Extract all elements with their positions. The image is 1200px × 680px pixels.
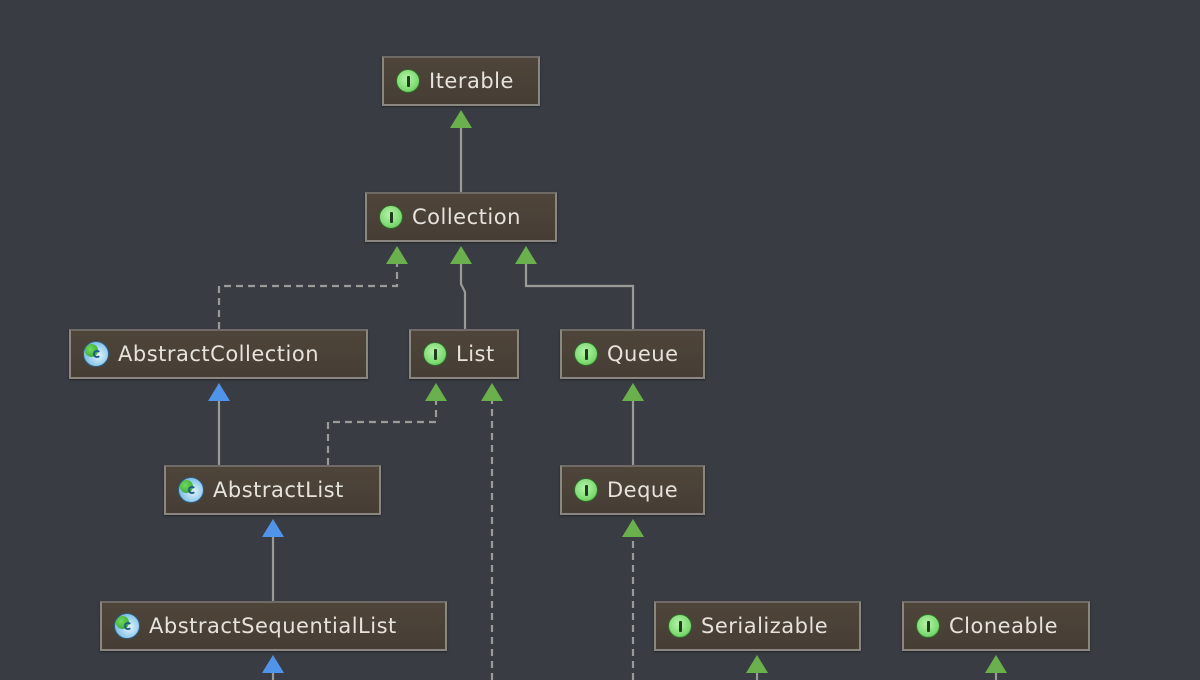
node-label: Iterable bbox=[429, 69, 514, 93]
edge-queue-to-collection bbox=[515, 246, 635, 329]
node-label: List bbox=[456, 342, 495, 366]
node-iterable[interactable]: Iterable bbox=[382, 56, 540, 106]
interface-icon bbox=[916, 614, 940, 638]
interface-icon bbox=[423, 342, 447, 366]
node-abstract-list[interactable]: AbstractList bbox=[164, 465, 381, 515]
edge-collection-to-iterable bbox=[450, 110, 472, 192]
implements-arrowhead-icon bbox=[515, 246, 537, 264]
node-abstract-collection[interactable]: AbstractCollection bbox=[69, 329, 368, 379]
abstract-class-icon bbox=[83, 341, 109, 367]
interface-icon bbox=[574, 478, 598, 502]
abstract-class-icon bbox=[178, 477, 204, 503]
node-label: AbstractSequentialList bbox=[149, 614, 397, 638]
implements-arrowhead-icon bbox=[622, 383, 644, 401]
node-label: Serializable bbox=[701, 614, 829, 638]
edge-offscreen-below-to-deque bbox=[622, 519, 644, 680]
implements-arrowhead-icon bbox=[425, 383, 447, 401]
interface-letter-i bbox=[584, 348, 588, 360]
edge-list-to-collection bbox=[450, 246, 472, 329]
implements-arrowhead-icon bbox=[386, 246, 408, 264]
dashed-connector-line bbox=[217, 260, 399, 329]
node-label: Cloneable bbox=[949, 614, 1059, 638]
node-label: Queue bbox=[607, 342, 679, 366]
edge-abstract-sequential-list-to-abstract-list bbox=[262, 519, 284, 601]
node-deque[interactable]: Deque bbox=[560, 465, 705, 515]
extends-arrowhead-icon bbox=[262, 655, 284, 673]
interface-letter-i bbox=[926, 620, 930, 632]
node-queue[interactable]: Queue bbox=[560, 329, 705, 379]
implements-arrowhead-icon bbox=[450, 246, 472, 264]
node-list[interactable]: List bbox=[409, 329, 519, 379]
implements-arrowhead-icon bbox=[450, 110, 472, 128]
extends-arrowhead-icon bbox=[262, 519, 284, 537]
interface-letter-i bbox=[678, 620, 682, 632]
edge-offscreen-below-to-list bbox=[481, 383, 503, 680]
node-label: AbstractList bbox=[213, 478, 344, 502]
interface-letter-i bbox=[584, 484, 588, 496]
node-abstract-sequential-list[interactable]: AbstractSequentialList bbox=[100, 601, 447, 651]
node-label: AbstractCollection bbox=[118, 342, 320, 366]
interface-icon bbox=[379, 205, 403, 229]
dashed-connector-line bbox=[326, 397, 438, 465]
solid-connector-line bbox=[524, 260, 635, 329]
implements-arrowhead-icon bbox=[985, 655, 1007, 673]
edge-offscreen-below-to-cloneable bbox=[985, 655, 1007, 680]
interface-letter-i bbox=[389, 211, 393, 223]
edge-offscreen-below-to-abstract-sequential-list bbox=[262, 655, 284, 680]
interface-icon bbox=[668, 614, 692, 638]
node-cloneable[interactable]: Cloneable bbox=[902, 601, 1090, 651]
edge-abstract-collection-to-collection bbox=[217, 246, 408, 329]
node-collection[interactable]: Collection bbox=[365, 192, 557, 242]
interface-letter-i bbox=[406, 75, 410, 87]
node-label: Collection bbox=[412, 205, 521, 229]
interface-icon bbox=[574, 342, 598, 366]
node-serializable[interactable]: Serializable bbox=[654, 601, 861, 651]
edge-abstract-list-to-abstract-collection bbox=[208, 383, 230, 465]
node-label: Deque bbox=[607, 478, 679, 502]
implements-arrowhead-icon bbox=[622, 519, 644, 537]
implements-arrowhead-icon bbox=[481, 383, 503, 401]
extends-arrowhead-icon bbox=[208, 383, 230, 401]
solid-connector-line bbox=[459, 260, 467, 329]
abstract-class-icon bbox=[114, 613, 140, 639]
edge-deque-to-queue bbox=[622, 383, 644, 465]
interface-icon bbox=[396, 69, 420, 93]
interface-letter-i bbox=[433, 348, 437, 360]
implements-arrowhead-icon bbox=[746, 655, 768, 673]
edge-offscreen-below-to-serializable bbox=[746, 655, 768, 680]
edge-abstract-list-to-list bbox=[326, 383, 447, 465]
